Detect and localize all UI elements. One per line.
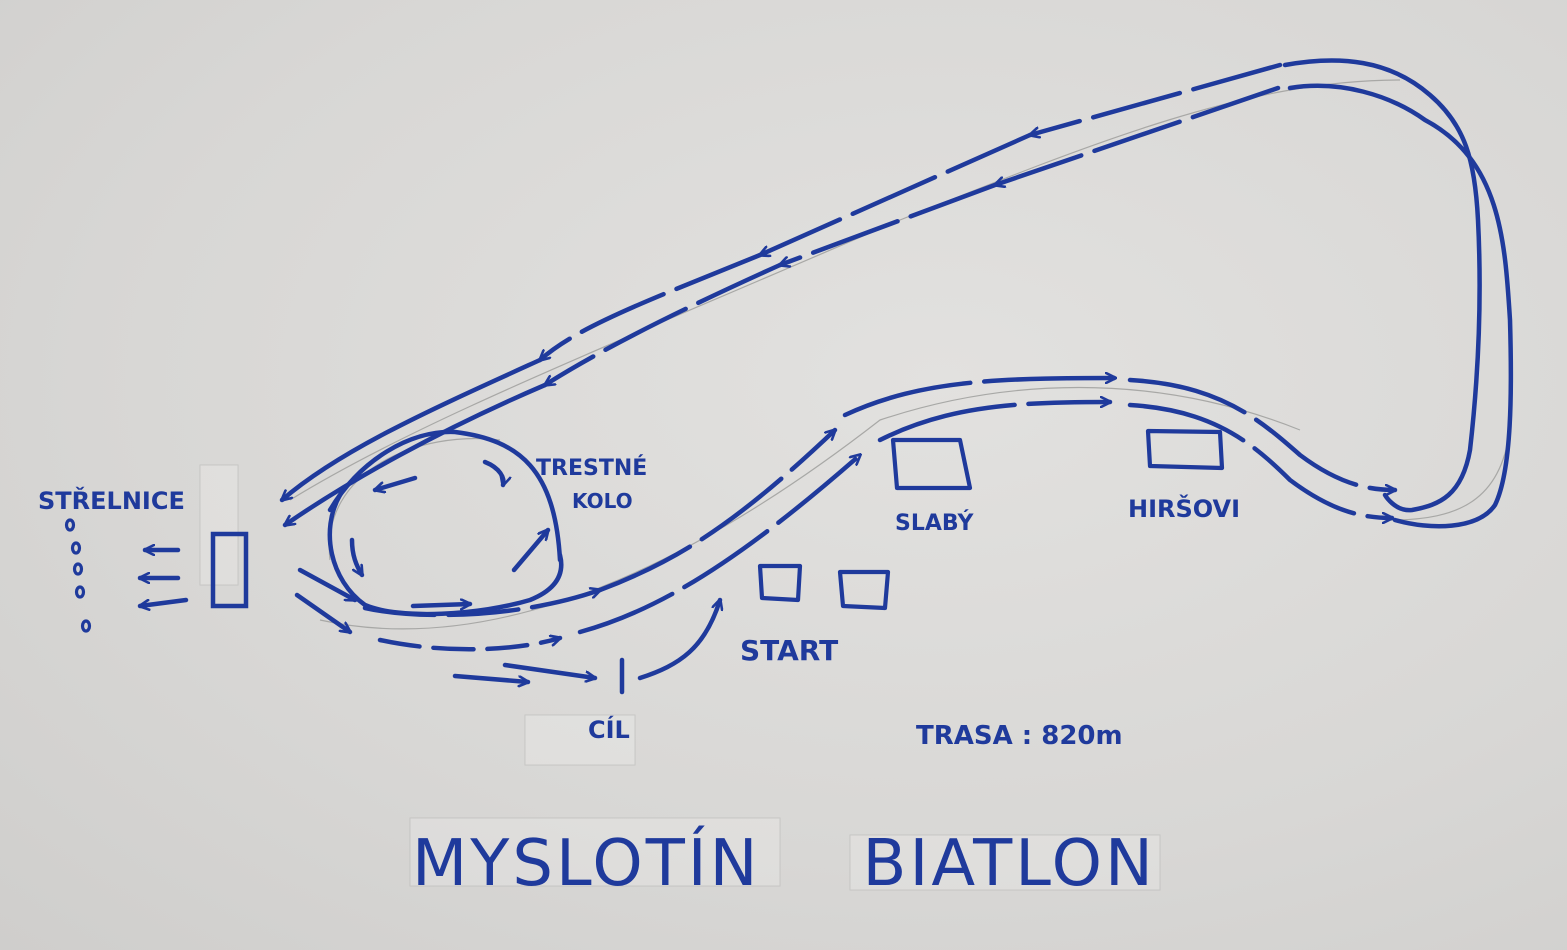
label-hirsovi: HIRŠOVI (1128, 493, 1240, 523)
label-penalty-loop-line2: KOLO (572, 489, 633, 513)
building-start-1 (757, 563, 803, 603)
label-track-length: TRASA : 820m (916, 721, 1123, 751)
tape-strip (849, 834, 1161, 891)
label-slaby: SLABÝ (895, 510, 974, 536)
return-lane-outer (1282, 58, 1482, 513)
penalty-loop (327, 429, 564, 617)
start-finish-markers (619, 600, 720, 695)
label-start: START (740, 634, 838, 667)
buildings (757, 428, 1225, 611)
track-return-lanes (282, 58, 1514, 529)
diagram-title: MYSLOTÍN BIATLON (412, 825, 1156, 901)
shooting-range (64, 518, 249, 633)
tape-strip (524, 714, 636, 766)
tape-strip (199, 464, 239, 586)
shooting-mat (210, 531, 249, 609)
start-arrow (637, 600, 720, 681)
track-outgoing-lanes (294, 378, 1398, 682)
label-finish: CÍL (588, 715, 630, 744)
tape-strip (409, 817, 781, 887)
targets (64, 518, 92, 633)
building-slaby (890, 437, 973, 491)
pencil-guides (289, 79, 1511, 630)
return-lane-inner (1287, 83, 1514, 529)
building-hirsovi (1145, 428, 1225, 471)
label-shooting-range: STŘELNICE (38, 486, 185, 515)
label-penalty-loop-line1: TRESTNÉ (536, 455, 647, 481)
building-start-2 (837, 569, 891, 611)
